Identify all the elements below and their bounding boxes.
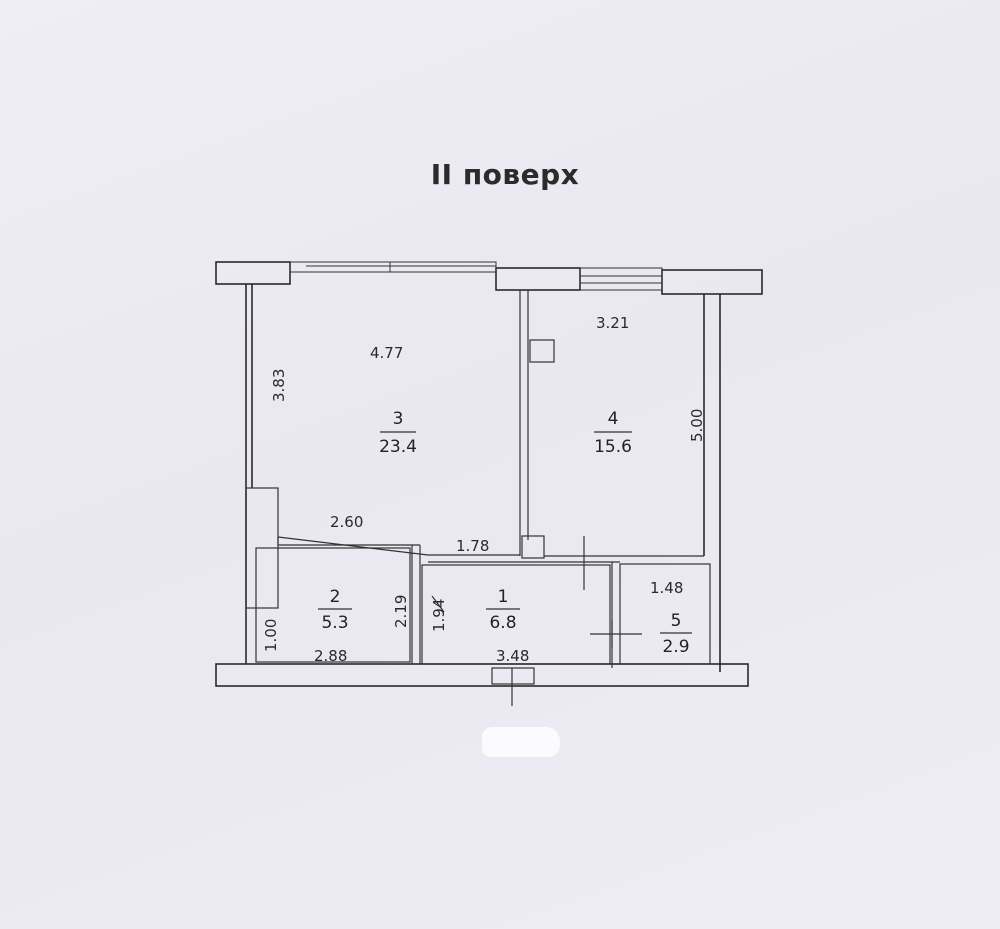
dim-room2-width: 2.88 xyxy=(314,647,347,665)
room-4-area: 15.6 xyxy=(594,437,632,457)
room-5-outline xyxy=(619,563,711,665)
room-5-area: 2.9 xyxy=(662,637,689,657)
door-mark-room-2 xyxy=(431,595,445,613)
left-column xyxy=(245,487,279,609)
dim-room2-depth: 1.00 xyxy=(262,619,280,652)
top-wall-right-segment xyxy=(661,269,763,295)
dim-room4-depth: 5.00 xyxy=(688,409,706,442)
floor-title: II поверх xyxy=(430,158,580,191)
room-2-outline xyxy=(255,547,411,663)
room-2-label: 2 5.3 xyxy=(318,587,352,633)
dimension-labels: 4.77 3.83 3.21 5.00 2.60 1.78 1.48 1.00 … xyxy=(262,314,706,665)
dim-room3-depth: 3.83 xyxy=(270,369,288,402)
room-1-number: 1 xyxy=(498,587,509,607)
room-4-label: 4 15.6 xyxy=(594,409,632,457)
window-room-3 xyxy=(289,261,497,273)
windows xyxy=(289,261,663,291)
dim-room4-width: 3.21 xyxy=(596,314,629,332)
dim-partition-2-60: 2.60 xyxy=(330,513,363,531)
room-2-area: 5.3 xyxy=(321,613,348,633)
room-2-number: 2 xyxy=(330,587,341,607)
top-wall-mid-segment xyxy=(495,267,581,291)
room-3-number: 3 xyxy=(393,409,404,429)
shaft-box xyxy=(529,339,555,363)
room-1-label: 1 6.8 xyxy=(486,587,520,633)
entrance-door xyxy=(491,667,535,685)
dim-corridor-1-94: 1.94 xyxy=(430,599,448,632)
room-1-area: 6.8 xyxy=(489,613,516,633)
partitions xyxy=(245,290,711,706)
room-5-label: 5 2.9 xyxy=(660,611,692,657)
dim-corridor-2-19: 2.19 xyxy=(392,595,410,628)
top-wall-left-segment xyxy=(215,261,291,285)
room-1-outline xyxy=(421,564,611,665)
room-4-number: 4 xyxy=(608,409,619,429)
dim-corridor-width: 3.48 xyxy=(496,647,529,665)
bottom-wall xyxy=(215,663,749,687)
room-3-label: 3 23.4 xyxy=(379,409,417,457)
dim-partition-1-78: 1.78 xyxy=(456,537,489,555)
room-5-number: 5 xyxy=(671,611,682,631)
room-3-area: 23.4 xyxy=(379,437,417,457)
redaction-mark xyxy=(482,727,560,757)
dim-room5-width: 1.48 xyxy=(650,579,683,597)
column-box xyxy=(521,535,545,559)
dim-room3-width: 4.77 xyxy=(370,344,403,362)
window-room-4 xyxy=(579,267,663,291)
